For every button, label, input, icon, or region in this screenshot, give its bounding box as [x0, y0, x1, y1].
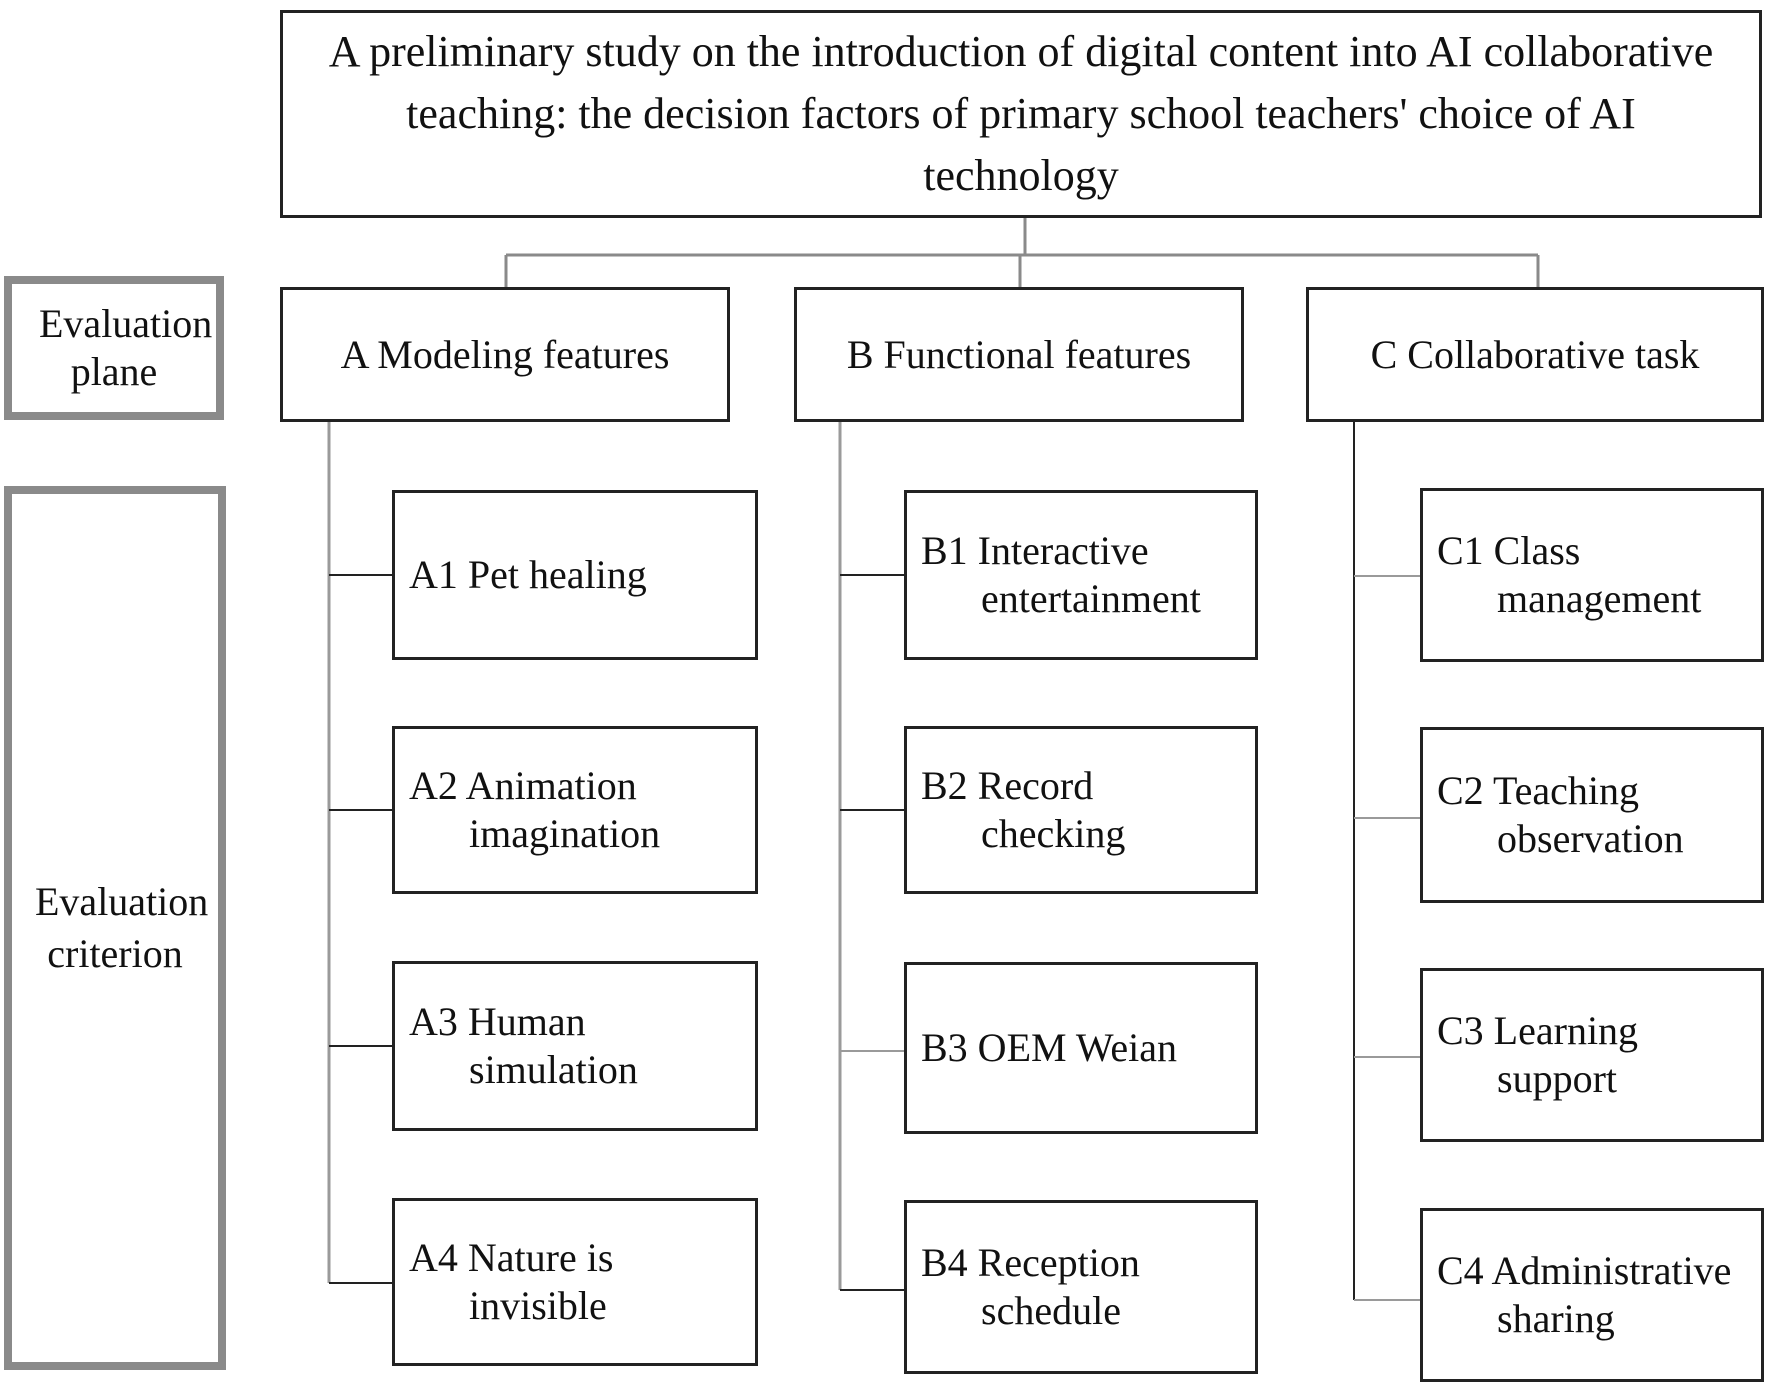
evaluation-criterion-label: Evaluation criterion	[4, 486, 226, 1370]
criterion-box-a3: A3 Human simulation	[392, 961, 758, 1131]
criterion-a3-line1: A3 Human	[409, 999, 586, 1044]
criterion-c2-line1: C2 Teaching	[1437, 768, 1639, 813]
criterion-box-c2: C2 Teaching observation	[1420, 727, 1764, 903]
criterion-a4-line1: A4 Nature is	[409, 1235, 614, 1280]
criterion-box-b3: B3 OEM Weian	[904, 962, 1258, 1134]
criterion-c1-line2: management	[1497, 576, 1702, 621]
category-a-box: A Modeling features	[280, 287, 730, 422]
evaluation-plane-text: Evaluation plane	[39, 301, 213, 394]
title-box: A preliminary study on the introduction …	[280, 10, 1762, 218]
category-a-label: A Modeling features	[340, 332, 670, 377]
criterion-box-b1: B1 Interactive entertainment	[904, 490, 1258, 660]
criterion-b4-line2: schedule	[981, 1288, 1121, 1333]
criterion-c1-line1: C1 Class	[1437, 528, 1581, 573]
criterion-box-b4: B4 Reception schedule	[904, 1200, 1258, 1374]
criterion-c3-line2: support	[1497, 1056, 1617, 1101]
category-b-label: B Functional features	[846, 332, 1192, 377]
criterion-a4-line2: invisible	[469, 1283, 607, 1328]
criterion-box-c4: C4 Administrative sharing	[1420, 1208, 1764, 1382]
criterion-b2-line1: B2 Record	[921, 763, 1094, 808]
criterion-c2-line2: observation	[1497, 816, 1684, 861]
criterion-c3-line1: C3 Learning	[1437, 1008, 1639, 1053]
criterion-b3-line1: B3 OEM Weian	[921, 1025, 1178, 1070]
evaluation-criterion-text: Evaluation criterion	[35, 879, 209, 976]
criterion-c4-line2: sharing	[1497, 1296, 1615, 1341]
criterion-c4-line1: C4 Administrative	[1437, 1248, 1732, 1293]
category-b-box: B Functional features	[794, 287, 1244, 422]
criterion-a2-line1: A2 Animation	[409, 763, 637, 808]
criterion-box-a4: A4 Nature is invisible	[392, 1198, 758, 1366]
category-c-box: C Collaborative task	[1306, 287, 1764, 422]
criterion-b4-line1: B4 Reception	[921, 1240, 1140, 1285]
criterion-box-a2: A2 Animation imagination	[392, 726, 758, 894]
criterion-b1-line1: B1 Interactive	[921, 528, 1149, 573]
criterion-box-a1: A1 Pet healing	[392, 490, 758, 660]
criterion-box-b2: B2 Record checking	[904, 726, 1258, 894]
criterion-b2-line2: checking	[981, 811, 1126, 856]
evaluation-plane-label: Evaluation plane	[4, 276, 224, 420]
criterion-a1-line1: A1 Pet healing	[409, 552, 647, 597]
criterion-b1-line2: entertainment	[981, 576, 1201, 621]
criterion-box-c1: C1 Class management	[1420, 488, 1764, 662]
criterion-box-c3: C3 Learning support	[1420, 968, 1764, 1142]
title-text: A preliminary study on the introduction …	[328, 27, 1714, 200]
criterion-a2-line2: imagination	[469, 811, 661, 856]
category-c-label: C Collaborative task	[1370, 332, 1700, 377]
criterion-a3-line2: simulation	[469, 1047, 638, 1092]
